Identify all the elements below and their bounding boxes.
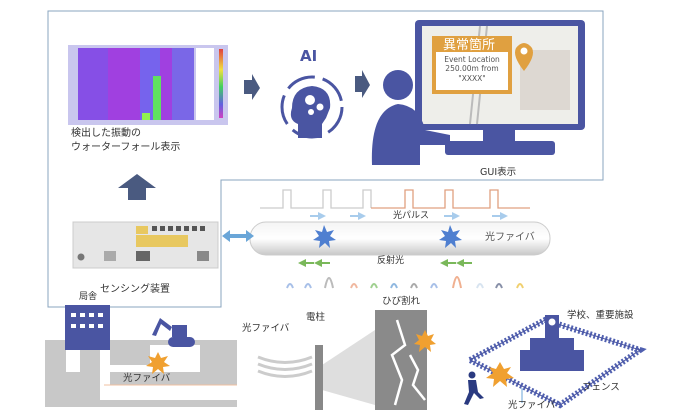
pulse-direction-arrows bbox=[310, 212, 508, 220]
arrow-right-icon bbox=[244, 74, 260, 100]
facility-scene bbox=[463, 315, 647, 409]
intruder-icon bbox=[464, 371, 484, 405]
utility-pole-icon bbox=[315, 345, 323, 410]
gui-monitor bbox=[415, 20, 585, 155]
bidirectional-arrow-icon bbox=[222, 230, 254, 242]
cracked-wall-icon bbox=[375, 310, 427, 410]
alert-title: 異常箇所 bbox=[443, 38, 496, 53]
alert-line: Event Location bbox=[444, 55, 500, 64]
optical-pulse-label: 光パルス bbox=[393, 211, 430, 221]
scatter-burst-icon bbox=[313, 225, 336, 248]
excavator-icon bbox=[152, 318, 195, 347]
reflected-light-label: 反射光 bbox=[377, 256, 405, 266]
arrow-up-icon bbox=[118, 174, 156, 200]
vibration-burst-icon bbox=[414, 330, 436, 352]
sensing-device-label: センシング装置 bbox=[100, 284, 170, 295]
scatter-burst-icon bbox=[439, 225, 462, 248]
alert-details: Event Location 250.00m from "XXXX" bbox=[436, 55, 508, 83]
fence-label: フェンス bbox=[582, 382, 620, 393]
vibration-burst-icon bbox=[486, 362, 514, 387]
facility-fiber-label: 光ファイバ bbox=[508, 400, 556, 411]
vibration-burst-icon bbox=[146, 352, 170, 374]
pole-scene bbox=[257, 310, 436, 410]
waterfall-caption-line-1: 検出した振動の bbox=[71, 128, 141, 139]
optical-pulse-waveform bbox=[260, 189, 372, 209]
pole-fiber-label: 光ファイバ bbox=[242, 323, 290, 334]
sensing-device-icon bbox=[72, 221, 219, 269]
school-building-icon bbox=[520, 315, 584, 371]
waterfall-chart bbox=[68, 45, 228, 125]
waterfall-caption-line-2: ウォーターフォール表示 bbox=[71, 142, 181, 153]
alert-line: 250.00m from bbox=[445, 64, 499, 74]
alert-line: "XXXX" bbox=[458, 73, 486, 83]
ai-label: AI bbox=[300, 47, 318, 65]
reflected-light-arrows bbox=[298, 259, 472, 267]
station-label: 局舎 bbox=[79, 292, 98, 302]
arrow-right-icon bbox=[355, 70, 370, 98]
fiber-label-tube: 光ファイバ bbox=[485, 232, 535, 243]
ai-head-icon bbox=[280, 75, 344, 139]
location-pin-icon bbox=[515, 43, 533, 71]
person-icon bbox=[371, 70, 450, 165]
station-scene bbox=[45, 305, 237, 407]
facility-label: 学校、重要施設 bbox=[567, 310, 634, 321]
backscatter-peaks bbox=[286, 276, 524, 289]
crack-label: ひび割れ bbox=[382, 296, 421, 307]
station-fiber-label: 光ファイバ bbox=[123, 373, 171, 384]
pole-label: 電柱 bbox=[306, 312, 326, 323]
gui-caption: GUI表示 bbox=[480, 167, 517, 178]
